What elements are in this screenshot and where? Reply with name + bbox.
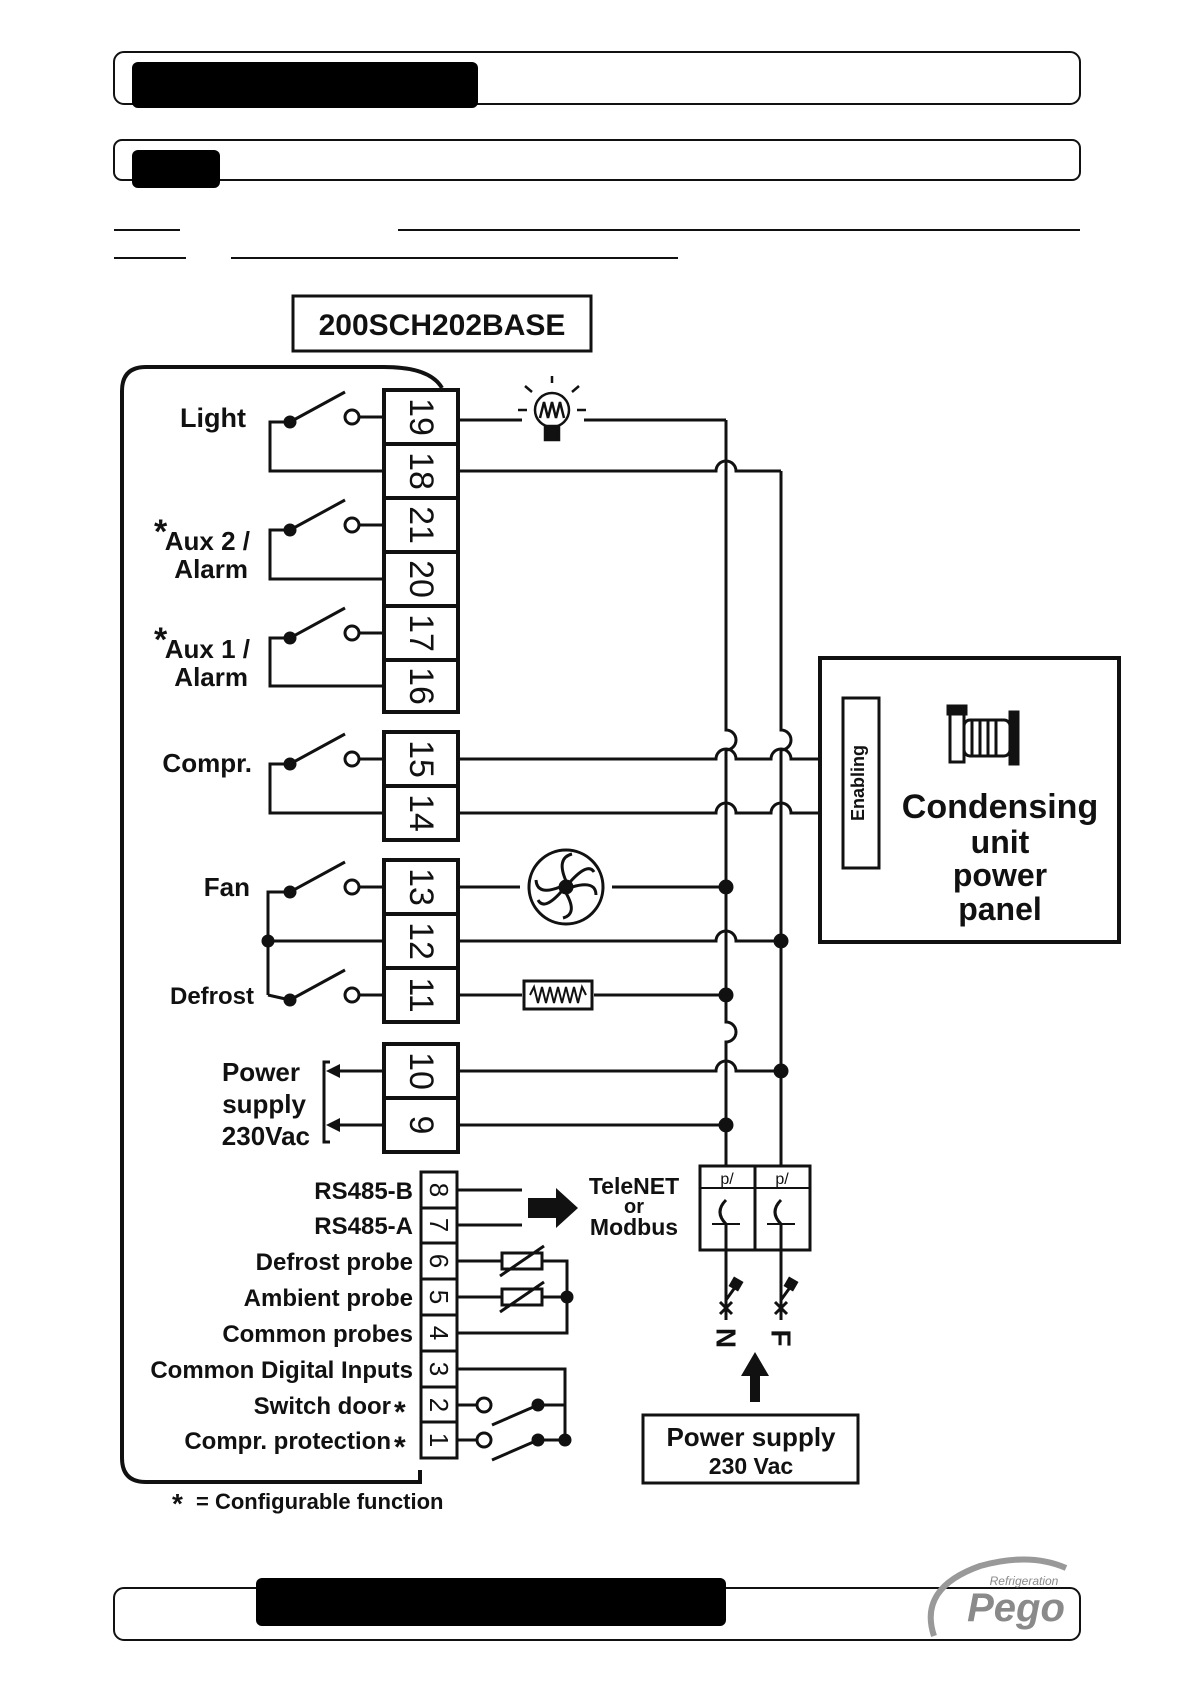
asterisk-aux2: *	[154, 513, 168, 551]
terminal-10: 10	[402, 1052, 440, 1090]
model-label: 200SCH202BASE	[319, 309, 566, 342]
pego-logo: Pego Refrigeration	[927, 1556, 1068, 1637]
label-fan: Fan	[204, 872, 250, 902]
relay-switches	[261, 390, 384, 1007]
redacted-title-block	[132, 62, 478, 108]
asterisk-aux1: *	[154, 621, 168, 659]
redacted-section-block	[132, 150, 220, 188]
condensing-unit-panel: Enabling Condensing unit power panel	[818, 656, 1121, 944]
terminal-blocks	[382, 388, 460, 1460]
terminal-5: 5	[424, 1290, 454, 1304]
label-compr: Compr.	[162, 748, 252, 778]
svg-text:unit: unit	[971, 824, 1030, 860]
footer-bar	[113, 1578, 1081, 1641]
arrow-up-icon	[741, 1352, 769, 1402]
lamp-icon	[518, 376, 586, 442]
supply-buses	[457, 418, 843, 1176]
underline-rules	[114, 229, 1080, 259]
terminal-18: 18	[402, 452, 440, 490]
terminal-13: 13	[402, 868, 440, 906]
label-defrost-probe: Defrost probe	[256, 1249, 413, 1276]
header-bar-section	[113, 139, 1081, 188]
circuit-breakers: p/ p/	[698, 1164, 812, 1252]
controller-outline	[120, 365, 444, 1484]
input-terminals	[718, 1250, 799, 1320]
label-ambient-probe: Ambient probe	[244, 1285, 413, 1312]
label-compr-protection: Compr. protection	[184, 1428, 391, 1455]
model-box: 200SCH202BASE	[291, 294, 593, 353]
logo-brand: Pego	[967, 1586, 1065, 1630]
fan-icon	[527, 848, 605, 926]
terminal-15: 15	[402, 740, 440, 778]
svg-text:power: power	[953, 857, 1047, 893]
probes	[457, 1244, 574, 1335]
label-aux2-alarm: Alarm	[174, 554, 248, 584]
svg-text:Modbus: Modbus	[590, 1214, 678, 1240]
neutral-label: N	[711, 1328, 742, 1348]
svg-text:panel: panel	[958, 891, 1042, 927]
terminal-8: 8	[424, 1183, 454, 1197]
svg-text:TeleNET: TeleNET	[589, 1173, 679, 1199]
footnote-asterisk: *	[172, 1488, 183, 1519]
digital-inputs	[457, 1367, 572, 1462]
svg-text:Power supply: Power supply	[666, 1422, 836, 1452]
terminal-12: 12	[402, 922, 440, 960]
label-common-digital-inputs: Common Digital Inputs	[150, 1357, 413, 1384]
rs485-link: TeleNET or Modbus	[457, 1173, 679, 1240]
header-bar-top	[113, 51, 1081, 108]
terminal-14: 14	[402, 794, 440, 832]
asterisk-switch-door: *	[394, 1396, 406, 1429]
svg-text:230Vac: 230Vac	[222, 1121, 310, 1151]
power-input: Power supply 230Vac	[222, 1057, 384, 1151]
terminal-7: 7	[424, 1218, 454, 1232]
svg-text:230 Vac: 230 Vac	[709, 1453, 794, 1479]
label-aux2: Aux 2 /	[165, 526, 250, 556]
relay-labels: Light * Aux 2 / Alarm * Aux 1 / Alarm Co…	[154, 403, 254, 1010]
footnote-text: = Configurable function	[196, 1489, 444, 1514]
terminal-20: 20	[402, 560, 440, 598]
terminal-3: 3	[424, 1362, 454, 1376]
svg-text:Condensing: Condensing	[902, 788, 1098, 826]
terminal-9: 9	[402, 1116, 440, 1135]
terminal-11: 11	[402, 977, 440, 1012]
phase-label: F	[766, 1329, 797, 1346]
terminal-1: 1	[424, 1433, 454, 1447]
label-light: Light	[180, 403, 246, 433]
svg-text:p/: p/	[775, 1171, 789, 1188]
terminal-21: 21	[402, 506, 440, 544]
asterisk-compr-protection: *	[394, 1431, 406, 1464]
terminal-4: 4	[424, 1326, 454, 1340]
enabling-block	[841, 696, 881, 870]
svg-text:p/: p/	[720, 1171, 734, 1188]
svg-text:or: or	[624, 1196, 644, 1218]
supply-box: Power supply 230 Vac	[641, 1413, 860, 1485]
svg-text:supply: supply	[222, 1089, 306, 1119]
low-voltage-labels: RS485-B RS485-A Defrost probe Ambient pr…	[150, 1178, 413, 1464]
terminal-19: 19	[402, 398, 440, 436]
logo-tagline: Refrigeration	[990, 1574, 1059, 1588]
label-switch-door: Switch door	[254, 1393, 391, 1420]
terminal-17: 17	[402, 614, 440, 652]
terminal-2: 2	[424, 1398, 454, 1412]
terminal-16: 16	[402, 667, 440, 705]
label-rs485-a: RS485-A	[314, 1213, 413, 1240]
label-aux1: Aux 1 /	[165, 634, 250, 664]
enabling-label: Enabling	[848, 745, 868, 821]
label-aux1-alarm: Alarm	[174, 662, 248, 692]
terminal-numbers: 19 18 21 20 17 16 15 14 13 12 11 10 9 8 …	[402, 398, 454, 1447]
heater-icon	[522, 979, 594, 1011]
label-defrost: Defrost	[170, 983, 254, 1010]
redacted-footer-block	[256, 1578, 726, 1626]
terminal-6: 6	[424, 1254, 454, 1268]
arrow-right-icon	[528, 1188, 578, 1228]
label-common-probes: Common probes	[222, 1321, 413, 1348]
label-rs485-b: RS485-B	[314, 1178, 413, 1205]
svg-text:Power: Power	[222, 1057, 300, 1087]
compressor-icon	[946, 704, 1020, 766]
